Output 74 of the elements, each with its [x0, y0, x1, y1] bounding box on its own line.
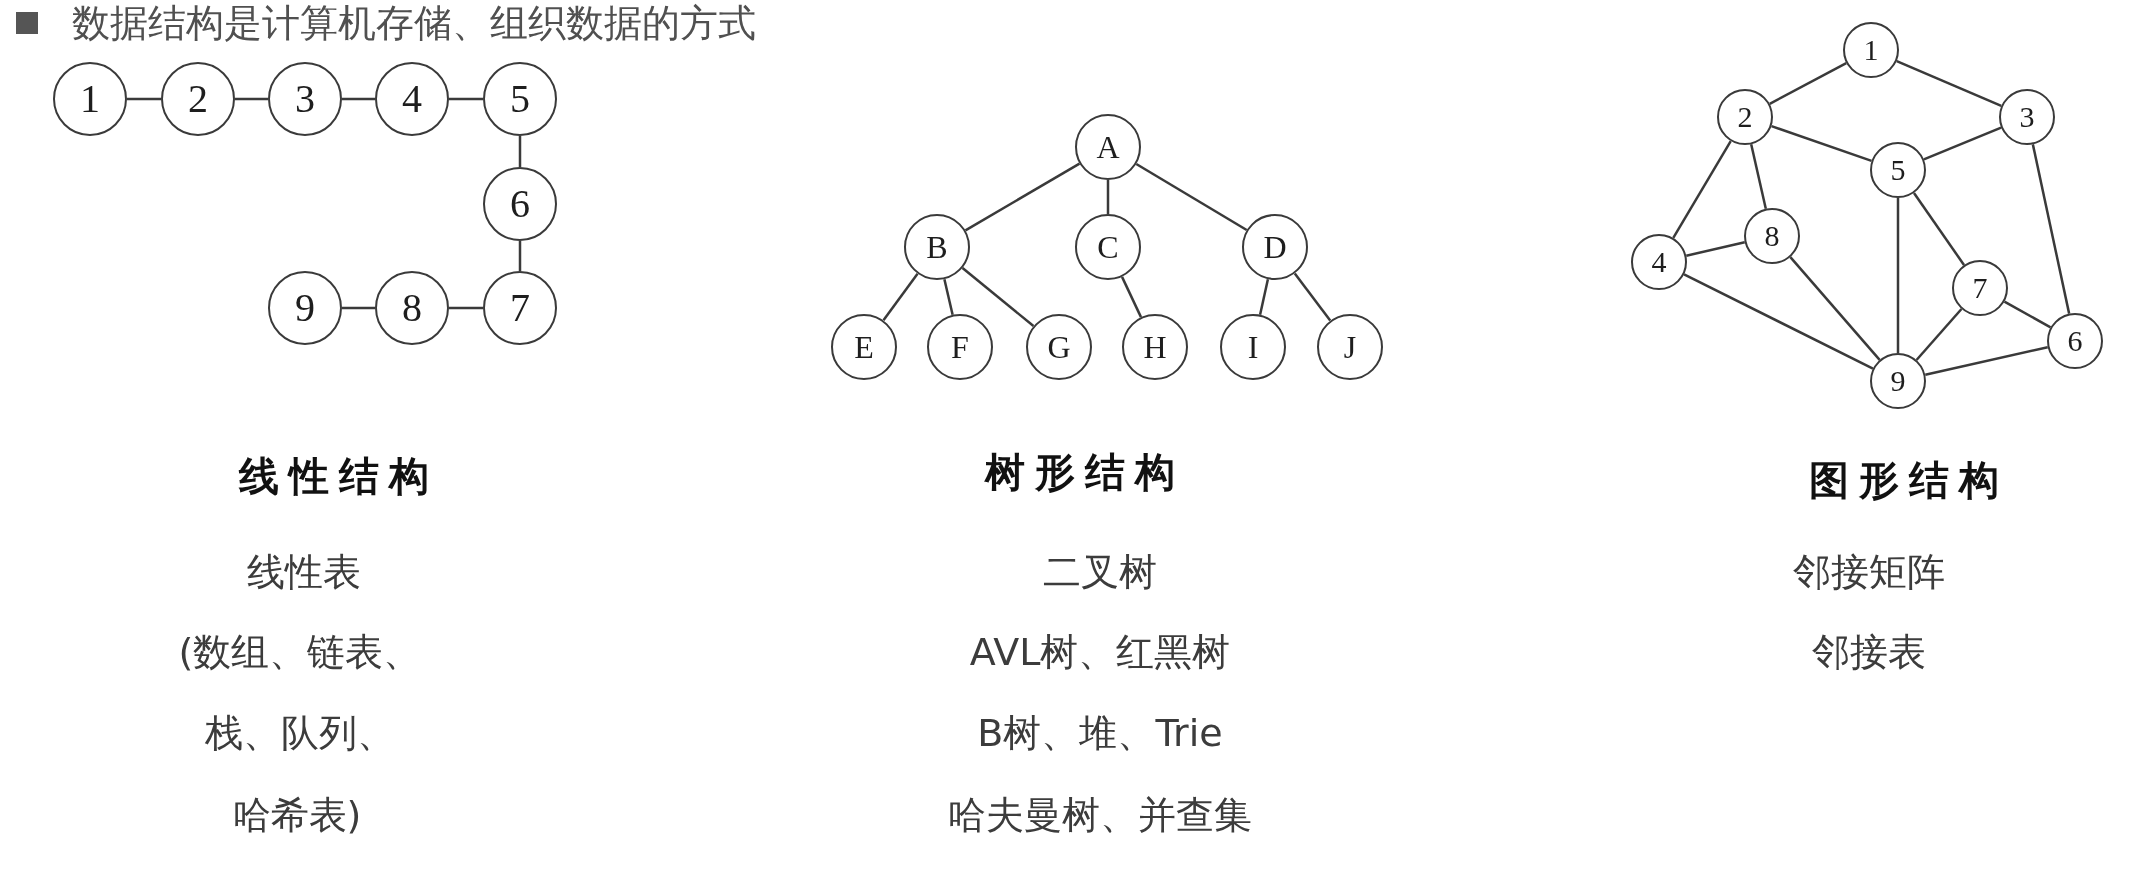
list-item-text: 线性表	[247, 551, 361, 595]
circle-node: C	[1075, 214, 1141, 280]
circle-node: 7	[483, 271, 557, 345]
section-heading: 树形结构	[983, 449, 1185, 495]
circle-node: 1	[53, 62, 127, 136]
connector-line	[1686, 241, 1745, 257]
section-heading: 图形结构	[1808, 457, 2009, 503]
connector-line	[2003, 300, 2052, 329]
list-item-text: 邻接矩阵	[1793, 551, 1945, 595]
circle-node: J	[1317, 314, 1383, 380]
connector-line	[1912, 192, 1966, 266]
list-item-text: 栈、队列、	[205, 712, 395, 756]
list-item-text: 哈希表)	[232, 794, 362, 838]
circle-node: 3	[1999, 89, 2055, 145]
connector-line	[1896, 59, 2002, 108]
connector-line	[1923, 126, 2002, 161]
circle-node: 5	[1870, 142, 1926, 198]
connector-line	[342, 306, 375, 310]
connector-line	[1771, 125, 1872, 162]
circle-node: 8	[1744, 208, 1800, 264]
connector-line	[127, 97, 161, 101]
list-item-text: AVL树、红黑树	[969, 631, 1231, 675]
circle-node: 5	[483, 62, 557, 136]
circle-node: H	[1122, 314, 1188, 380]
circle-node: 6	[2047, 313, 2103, 369]
connector-line	[1915, 308, 1963, 361]
list-item-text: 邻接表	[1812, 631, 1926, 675]
connector-line	[449, 306, 483, 310]
connector-line	[964, 162, 1081, 232]
connector-line	[1896, 198, 1900, 353]
circle-node: 3	[268, 62, 342, 136]
circle-node: 2	[1717, 89, 1773, 145]
circle-node: D	[1242, 214, 1308, 280]
connector-line	[449, 97, 483, 101]
connector-line	[882, 272, 919, 322]
list-item-text: B树、堆、Trie	[977, 712, 1223, 756]
circle-node: 4	[1631, 234, 1687, 290]
circle-node: 8	[375, 271, 449, 345]
connector-line	[1120, 276, 1143, 318]
circle-node: 9	[1870, 353, 1926, 409]
circle-node: 2	[161, 62, 235, 136]
circle-node: 6	[483, 167, 557, 241]
connector-line	[235, 97, 268, 101]
connector-line	[1106, 180, 1110, 214]
circle-node: B	[904, 214, 970, 280]
circle-node: 1	[1843, 22, 1899, 78]
connector-line	[518, 136, 522, 167]
connector-line	[1769, 62, 1847, 105]
connector-line	[1672, 140, 1732, 239]
circle-node: 4	[375, 62, 449, 136]
connector-line	[2031, 144, 2071, 314]
connector-line	[1750, 144, 1767, 209]
heading-text: 数据结构是计算机存储、组织数据的方式	[72, 0, 756, 46]
connector-line	[961, 266, 1035, 328]
list-item-text: 哈夫曼树、并查集	[948, 794, 1252, 838]
circle-node: G	[1026, 314, 1092, 380]
list-item-text: 二叉树	[1043, 551, 1157, 595]
connector-line	[1925, 345, 2048, 377]
connector-line	[518, 241, 522, 271]
circle-node: A	[1075, 114, 1141, 180]
circle-node: F	[927, 314, 993, 380]
list-item-text: (数组、链表、	[178, 631, 422, 675]
connector-line	[1258, 278, 1270, 316]
connector-line	[943, 278, 954, 316]
circle-node: 7	[1952, 260, 2008, 316]
circle-node: 9	[268, 271, 342, 345]
circle-node: I	[1220, 314, 1286, 380]
circle-node: E	[831, 314, 897, 380]
connector-line	[1683, 273, 1874, 370]
section-heading: 线性结构	[237, 453, 439, 499]
connector-line	[1293, 272, 1332, 322]
connector-line	[342, 97, 375, 101]
connector-line	[1135, 162, 1248, 232]
connector-line	[1789, 256, 1881, 361]
